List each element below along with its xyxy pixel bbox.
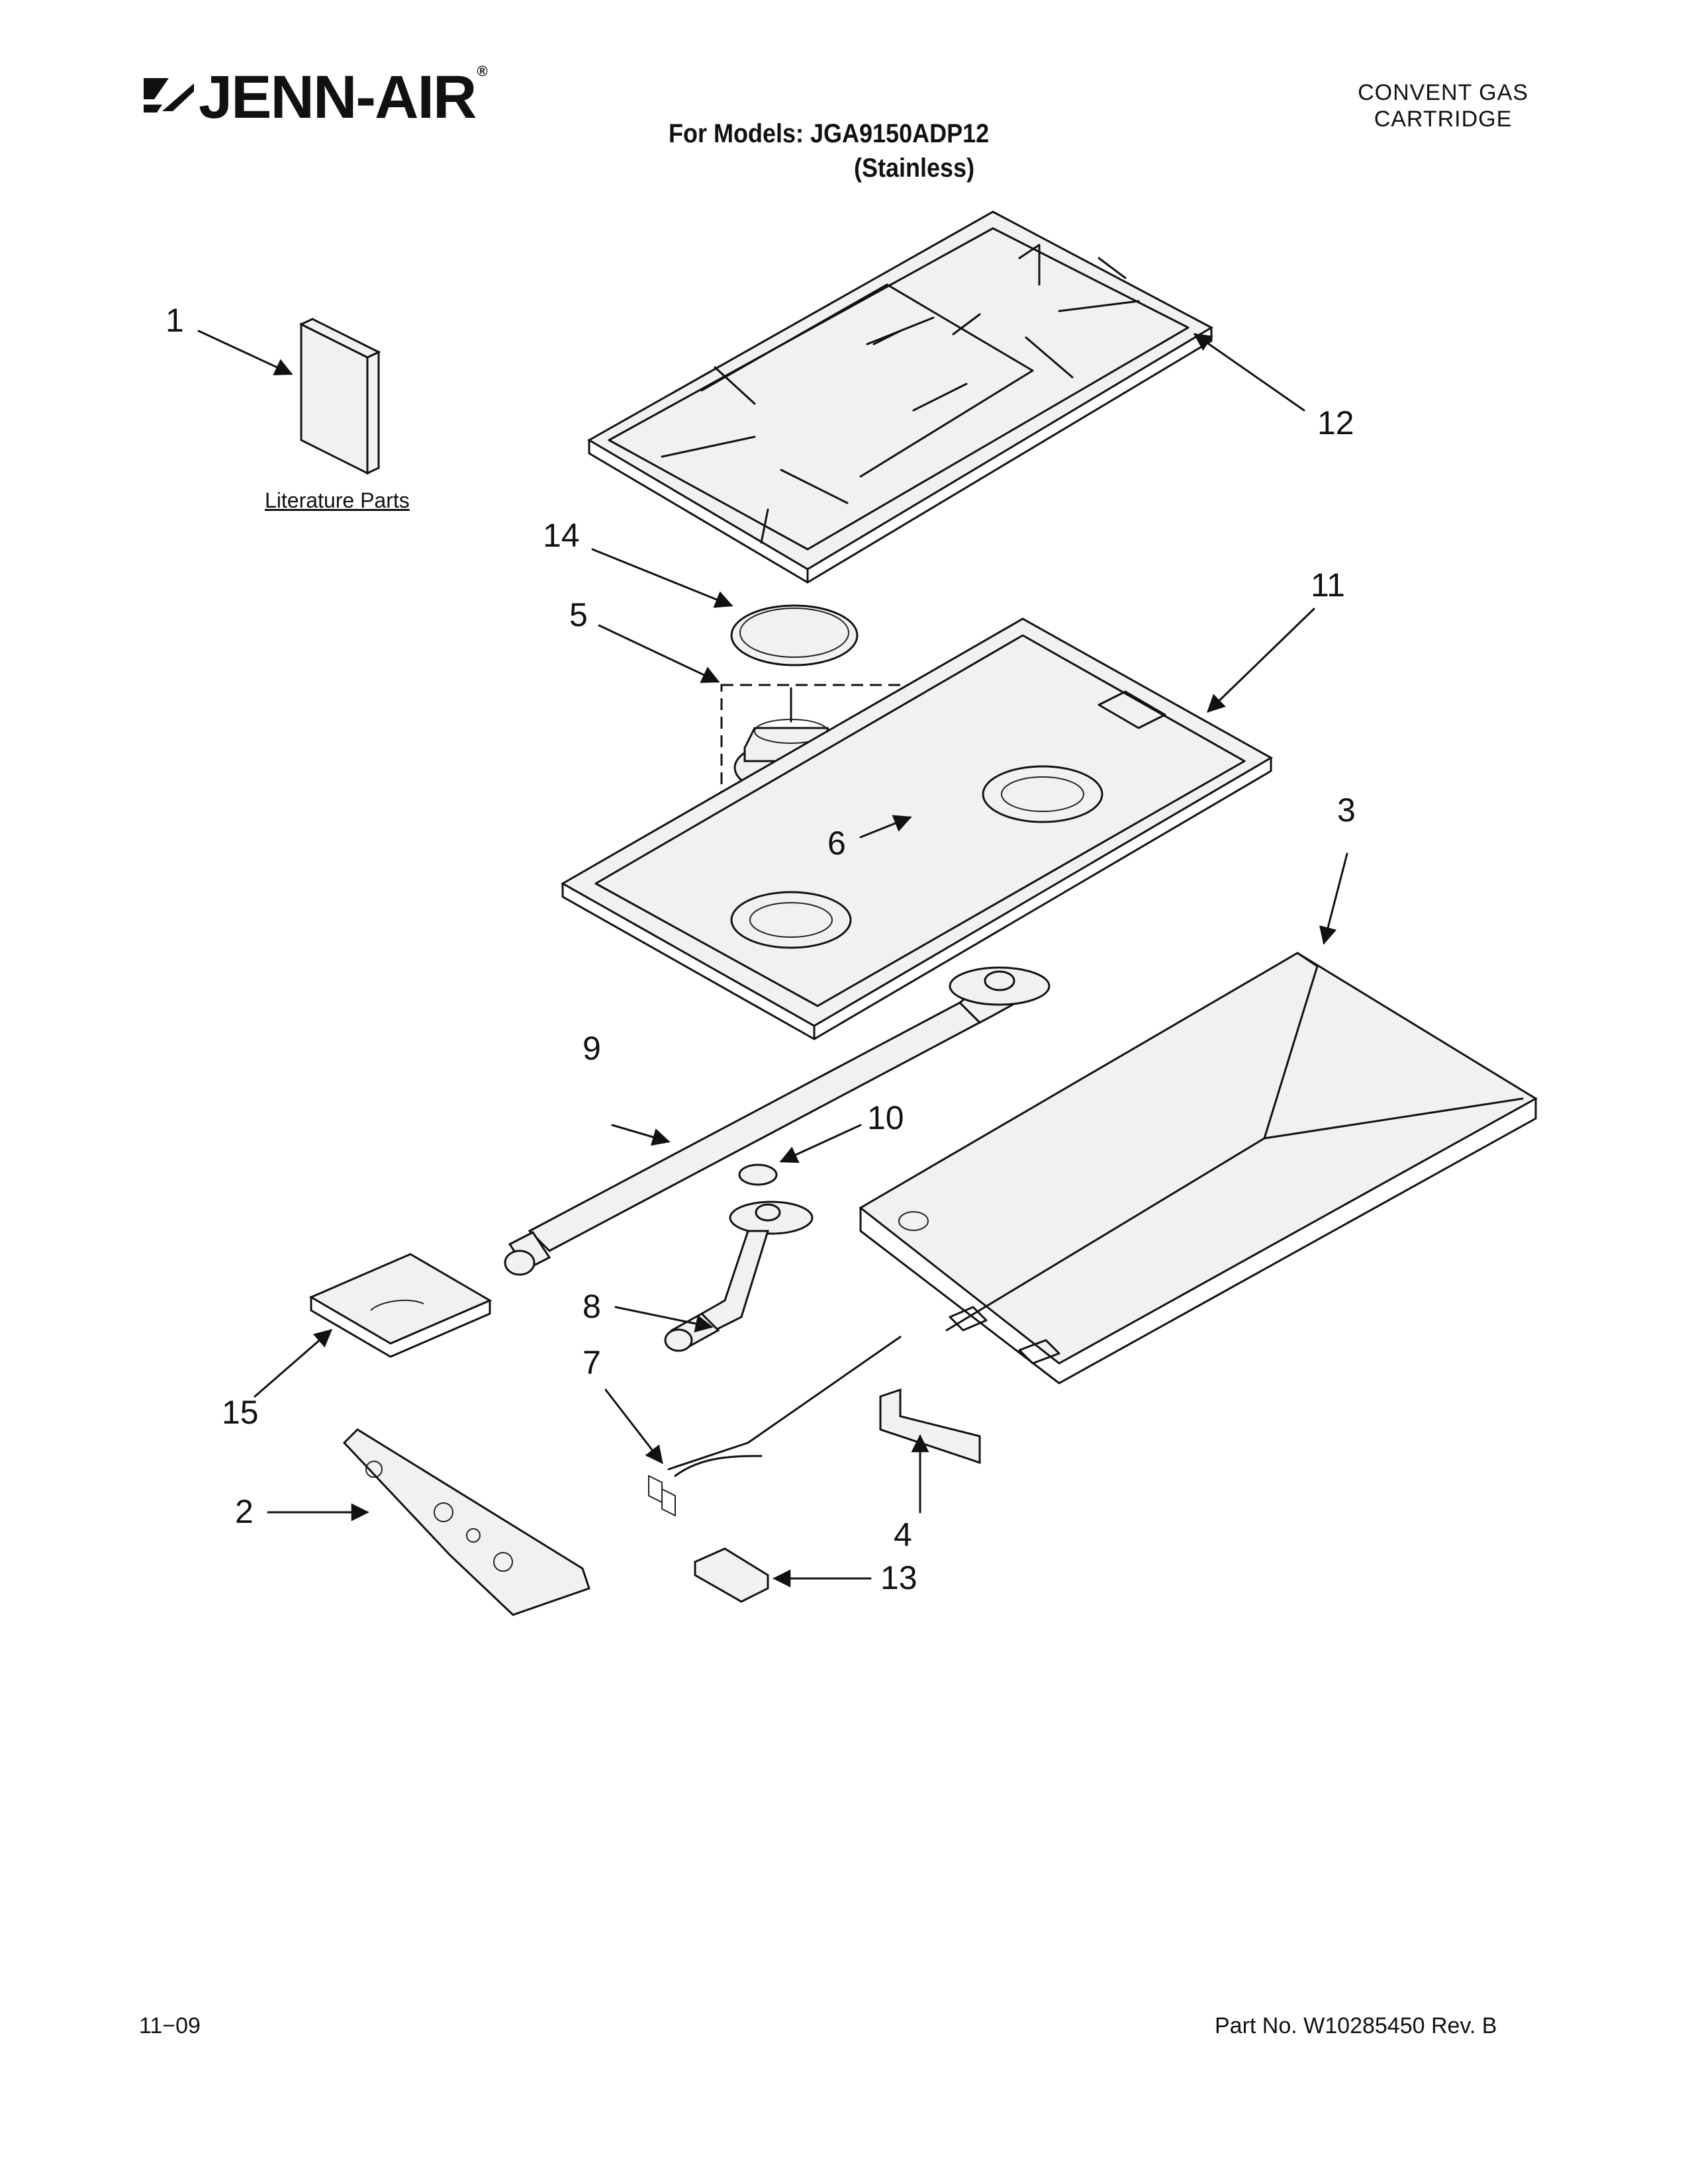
literature-booklet — [299, 318, 381, 475]
models-line: For Models: JGA9150ADP12 — [669, 119, 990, 148]
callout-3: 3 — [1337, 792, 1356, 829]
manifold-bracket — [342, 1428, 590, 1616]
section-title-line-2: CARTRIDGE — [1374, 107, 1513, 132]
callout-5: 5 — [569, 596, 588, 633]
literature-parts-label: Literature Parts — [265, 488, 410, 512]
callout-15: 15 — [222, 1394, 259, 1431]
brand-name: JENN-AIR® — [199, 63, 488, 131]
callout-11: 11 — [1311, 567, 1345, 604]
burner-tube-short — [664, 1201, 814, 1352]
igniter-clip — [694, 1547, 769, 1603]
section-title-line-1: CONVENT GAS — [1358, 80, 1528, 105]
footer-part-number: Part No. W10285450 Rev. B — [1215, 2013, 1497, 2038]
cooktop-pan — [560, 617, 1274, 1040]
callout-1: 1 — [165, 302, 184, 339]
variant-line: (Stainless) — [854, 154, 975, 183]
callout-12: 12 — [1317, 404, 1354, 441]
callout-leaders — [197, 330, 1348, 1588]
drip-pan — [859, 952, 1538, 1385]
tube-gasket — [738, 1163, 778, 1186]
wire-harness — [648, 1336, 902, 1517]
callout-13: 13 — [880, 1559, 917, 1596]
burner-cap — [730, 604, 859, 666]
callout-14: 14 — [543, 517, 580, 554]
section-title: CONVENT GAS CARTRIDGE — [1331, 79, 1556, 132]
mounting-bracket — [308, 1253, 492, 1358]
grate — [587, 210, 1214, 584]
callout-4: 4 — [894, 1516, 912, 1553]
callout-8: 8 — [583, 1288, 601, 1325]
burner-tube-long — [504, 966, 1051, 1276]
callout-10: 10 — [867, 1099, 904, 1136]
callout-2: 2 — [235, 1493, 254, 1530]
callout-6: 6 — [827, 825, 846, 862]
callout-7: 7 — [583, 1344, 601, 1381]
footer-date: 11−09 — [139, 2013, 201, 2038]
callout-9: 9 — [583, 1030, 601, 1067]
jenn-air-logo-icon — [144, 78, 194, 113]
bracket-clip — [879, 1388, 981, 1465]
